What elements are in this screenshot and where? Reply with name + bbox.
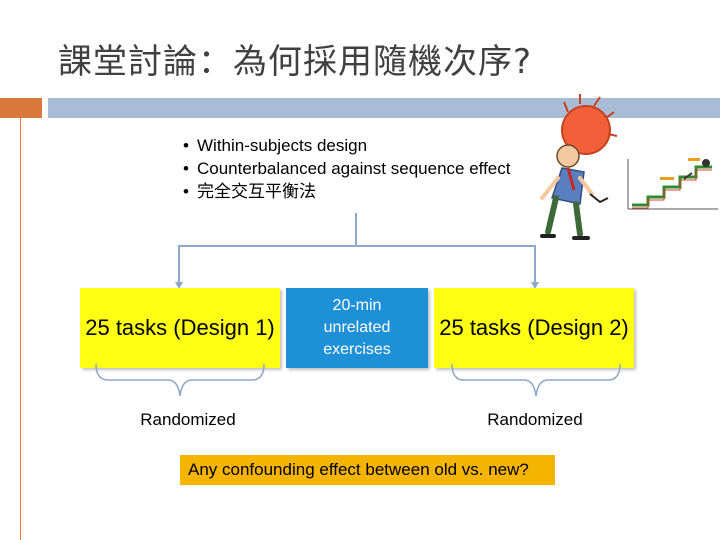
- exercise-box: 20-min unrelated exercises: [286, 288, 428, 368]
- question-text: Any confounding effect between old vs. n…: [188, 460, 529, 479]
- bullet-item: •完全交互平衡法: [183, 182, 316, 201]
- accent-bar-blue: [48, 98, 720, 118]
- bullet-text: Within-subjects design: [197, 136, 368, 155]
- bullet-item: •Counterbalanced against sequence effect: [183, 159, 511, 178]
- brace-right: [451, 363, 621, 397]
- connector-right-drop: [534, 245, 536, 283]
- task-box-design-2: 25 tasks (Design 2): [434, 288, 634, 368]
- accent-bar-orange: [0, 98, 42, 118]
- connector-left-drop: [178, 245, 180, 283]
- question-highlight: Any confounding effect between old vs. n…: [180, 455, 555, 485]
- connector-horizontal: [178, 245, 536, 247]
- randomized-label-right: Randomized: [487, 410, 583, 429]
- brace-left: [95, 363, 265, 397]
- randomized-label-left: Randomized: [140, 410, 236, 429]
- connector-vertical-top: [355, 213, 357, 246]
- exercise-box-label: 20-min unrelated exercises: [323, 297, 391, 358]
- bullet-text: 完全交互平衡法: [197, 182, 316, 201]
- bullet-item: •Within-subjects design: [183, 136, 368, 155]
- bullet-text: Counterbalanced against sequence effect: [197, 159, 511, 178]
- task-box-label: 25 tasks (Design 1): [85, 315, 275, 340]
- staircase-chart-icon: [622, 155, 720, 213]
- task-box-label: 25 tasks (Design 2): [439, 315, 629, 340]
- arrowhead-right: [531, 282, 539, 289]
- accent-vertical-line: [20, 118, 21, 540]
- arrowhead-left: [175, 282, 183, 289]
- slide-title: 課堂討論：為何採用隨機次序?: [58, 42, 533, 82]
- bullet-list: •Within-subjects design •Counterbalanced…: [183, 134, 510, 203]
- task-box-design-1: 25 tasks (Design 1): [80, 288, 280, 368]
- stressed-person-icon: [540, 94, 618, 240]
